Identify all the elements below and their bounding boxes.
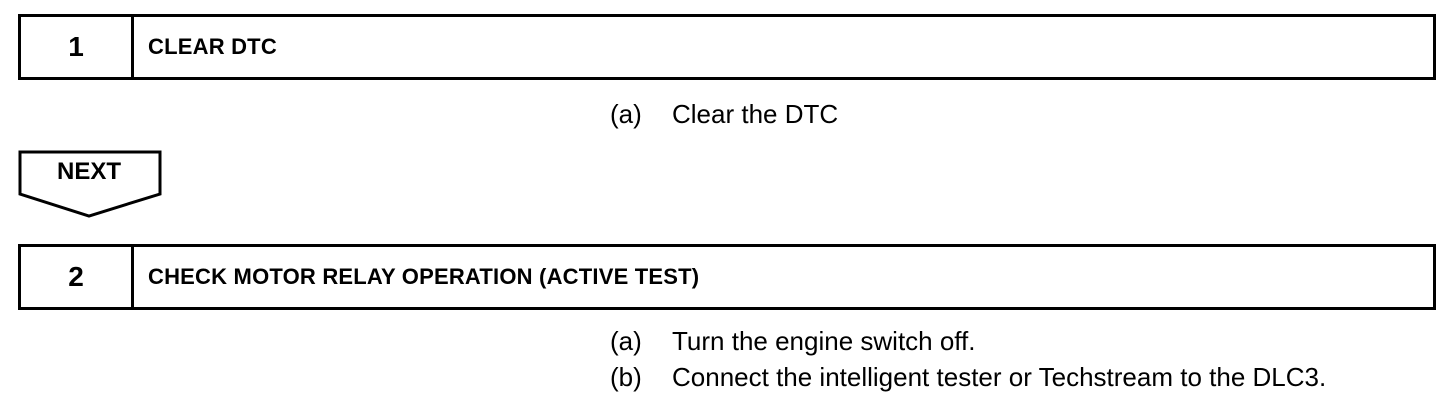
instruction-label: (a) bbox=[610, 99, 642, 129]
step-1-title: CLEAR DTC bbox=[148, 34, 277, 59]
step-2-number: 2 bbox=[21, 247, 134, 307]
step-1-number: 1 bbox=[21, 17, 134, 77]
next-arrow-icon bbox=[18, 150, 162, 218]
instruction-label: (b) bbox=[610, 362, 642, 392]
step-1-instruction-a: (a) Clear the DTC bbox=[610, 96, 838, 132]
step-2-instruction-b: (b) Connect the intelligent tester or Tec… bbox=[610, 359, 1326, 395]
step-2-title: CHECK MOTOR RELAY OPERATION (ACTIVE TEST… bbox=[148, 264, 700, 289]
instruction-text: Turn the engine switch off. bbox=[672, 326, 976, 356]
step-2-header: 2 CHECK MOTOR RELAY OPERATION (ACTIVE TE… bbox=[18, 244, 1436, 310]
step-1-header: 1 CLEAR DTC bbox=[18, 14, 1436, 80]
instruction-text: Connect the intelligent tester or Techst… bbox=[672, 362, 1327, 392]
step-2-instruction-a: (a) Turn the engine switch off. bbox=[610, 323, 976, 359]
instruction-text: Clear the DTC bbox=[672, 99, 839, 129]
next-indicator: NEXT bbox=[18, 150, 164, 220]
next-label: NEXT bbox=[56, 158, 121, 185]
instruction-label: (a) bbox=[610, 326, 642, 356]
